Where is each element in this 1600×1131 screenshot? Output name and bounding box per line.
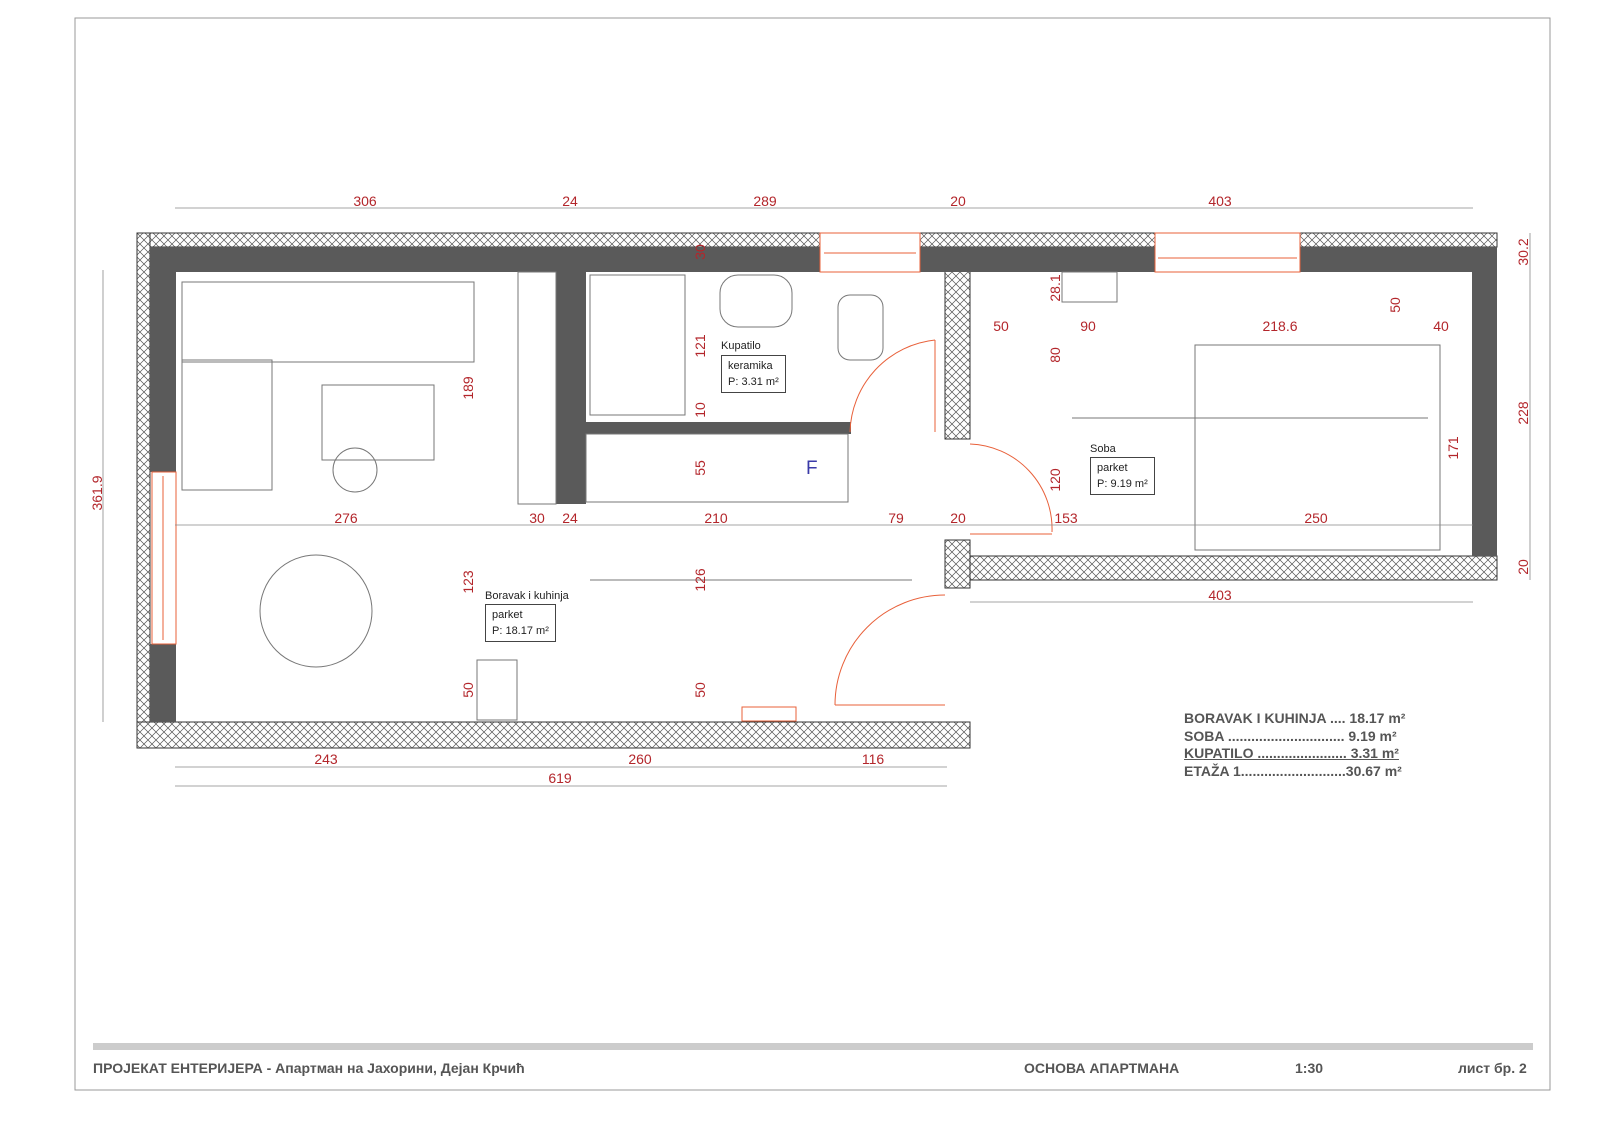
dim: 218.6 [1262,318,1298,334]
dim-top-5: 403 [1208,193,1232,209]
dim: 10 [692,402,708,418]
dim: 79 [888,510,904,526]
shower [589,274,686,416]
dim: 90 [1080,318,1096,334]
wardrobe [517,271,557,505]
sofa-chaise [181,359,273,491]
dim: 210 [704,510,728,526]
doors [834,339,1053,706]
dim: 123 [460,570,476,594]
room-name-kupatilo: Kupatilo [721,340,761,352]
area-row: KUPATILO ....................... 3.31 m² [1184,745,1399,761]
dim-top-4: 20 [950,193,966,209]
dim: 171 [1445,436,1461,460]
dim: 250 [1304,510,1328,526]
sheet-number: лист бр. 2 [1458,1060,1527,1076]
room-tag-soba: parket P: 9.19 m² [1090,457,1155,495]
dim: 50 [993,318,1009,334]
sheet-title: ОСНОВА АПАРТМАНА [1024,1060,1180,1076]
area-table: BORAVAK I KUHINJA .... 18.17 m² SOBA ...… [1184,710,1405,780]
shoe-cabinet [476,659,518,721]
dim-total: 619 [548,770,572,786]
dim-right-2: 228 [1515,401,1531,425]
radiator [741,706,797,722]
dim-bottom-3: 116 [861,751,885,767]
area-row-total: ETAŽA 1...........................30.67 … [1184,762,1402,779]
room-name-boravak: Boravak i kuhinja [485,590,569,602]
sink [719,274,793,328]
dim: 30 [529,510,545,526]
dim: 55 [692,460,708,476]
side-table [332,447,378,493]
dimension-lines [102,207,1531,787]
dim: 189 [460,376,476,400]
dim-right-1: 30.2 [1515,238,1531,266]
room-area: P: 3.31 m² [728,376,779,388]
dim: 126 [692,568,708,592]
room-tag-boravak: parket P: 18.17 m² [485,604,556,642]
furniture [181,271,1441,722]
dim-bottom-2: 260 [628,751,652,767]
inner-walls [150,247,1497,722]
toilet [837,294,884,361]
dim: 28.1 [1047,274,1063,302]
sheet-frame [74,17,1551,1091]
room-tag-kupatilo: keramika P: 3.31 m² [721,355,786,393]
dim: 30 [692,244,708,260]
bedroom-chest [1061,271,1118,303]
dim: 50 [460,682,476,698]
dim-top-1: 306 [353,193,377,209]
outer-walls [136,232,1498,749]
area-row: SOBA .............................. 9.19… [1184,727,1397,744]
area-row: BORAVAK I KUHINJA .... 18.17 m² [1184,710,1406,726]
dim-bottom-1: 243 [314,751,338,767]
dim: 40 [1433,318,1449,334]
dim-left: 361.9 [89,475,105,511]
dim: 153 [1054,510,1078,526]
kitchen-counter [585,433,849,503]
dim: 50 [692,682,708,698]
dim-top-3: 289 [753,193,777,209]
bed [1194,344,1441,551]
dim: 50 [1387,297,1403,313]
room-name-soba: Soba [1090,443,1116,455]
dim: 24 [562,510,578,526]
windows [151,232,1301,645]
dim: 403 [1208,587,1232,603]
dining-table [259,554,373,668]
dim: 276 [334,510,358,526]
project-title: ПРОЈЕКАТ ЕНТЕРИЈЕРА - Апартман на Јахори… [93,1060,525,1076]
floor-type: keramika [728,360,773,372]
dim-top-2: 24 [562,193,578,209]
floor-type: parket [492,609,523,621]
dim: 120 [1047,468,1063,492]
dim: 20 [950,510,966,526]
floor-type: parket [1097,462,1128,474]
scale: 1:30 [1295,1060,1324,1076]
dim: 80 [1047,347,1063,363]
dim-right-3: 20 [1515,559,1531,575]
fridge-mark: F [806,458,818,479]
room-area: P: 18.17 m² [492,625,549,637]
sofa [181,281,475,363]
coffee-table [321,384,435,461]
title-bar [93,1043,1533,1050]
room-area: P: 9.19 m² [1097,478,1148,490]
dim: 121 [692,334,708,358]
